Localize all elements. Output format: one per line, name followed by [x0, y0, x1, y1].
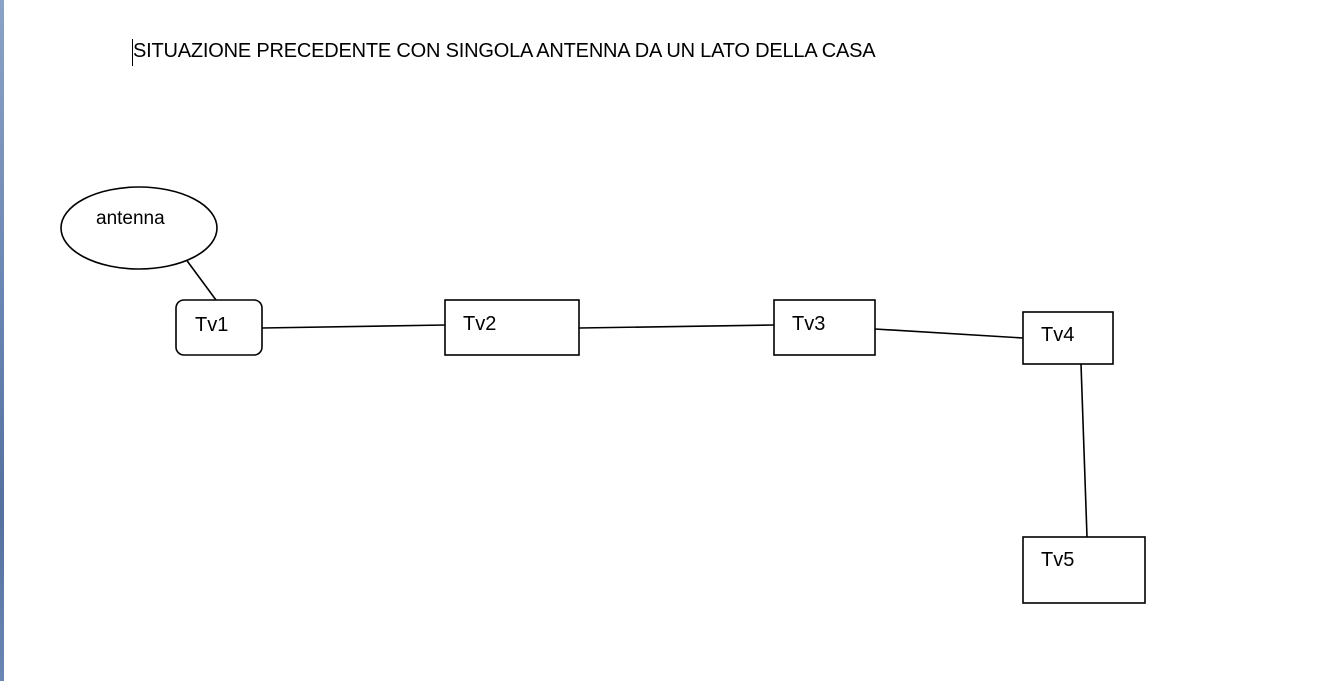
edge-antenna-tv1[interactable]	[184, 257, 217, 301]
node-tv4-label: Tv4	[1041, 324, 1075, 346]
node-tv2-label: Tv2	[463, 313, 497, 335]
page-title[interactable]: SITUAZIONE PRECEDENTE CON SINGOLA ANTENN…	[133, 40, 876, 62]
node-tv5-shape[interactable]	[1022, 536, 1146, 604]
text-cursor	[132, 39, 133, 66]
node-tv1-label: Tv1	[195, 314, 229, 336]
edge-tv4-tv5[interactable]	[1080, 363, 1088, 538]
edge-tv3-tv4[interactable]	[874, 328, 1024, 339]
window-left-border	[0, 0, 4, 681]
node-tv3-label: Tv3	[792, 313, 826, 335]
node-antenna-label: antenna	[96, 208, 165, 229]
node-tv4-shape[interactable]	[1022, 311, 1114, 365]
node-tv2-shape[interactable]	[444, 299, 580, 356]
node-tv1-shape[interactable]	[175, 299, 263, 356]
edge-tv2-tv3[interactable]	[578, 324, 775, 329]
edge-tv1-tv2[interactable]	[261, 324, 446, 329]
node-antenna-shape[interactable]	[60, 186, 218, 270]
node-tv5-label: Tv5	[1041, 549, 1075, 571]
node-tv3-shape[interactable]	[773, 299, 876, 356]
